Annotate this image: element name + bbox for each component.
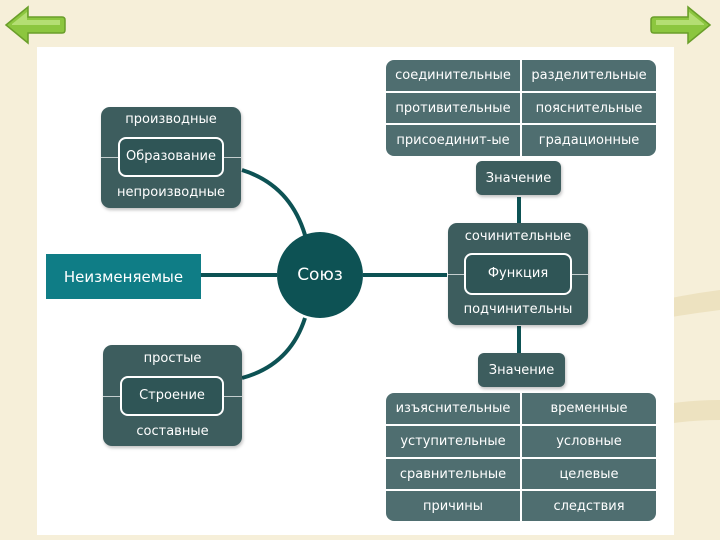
grid-cell: целевые [522,459,656,489]
formation-box: производные Образование непроизводные [101,107,241,208]
grid-cell: противительные [386,93,520,123]
grid-cell: уступительные [386,426,520,457]
structure-title: Строение [120,376,224,416]
subordinating-meaning-label: Значение [478,353,565,387]
grid-cell: пояснительные [522,93,656,123]
structure-top-label: простые [143,351,202,366]
unchangeable-label: Неизменяемые [46,254,201,299]
formation-bottom-label: непроизводные [117,185,225,200]
center-node: Союз [277,232,363,318]
grid-cell: разделительные [522,60,656,91]
grid-cell: временные [522,393,656,424]
formation-title: Образование [118,137,224,177]
function-top-label: сочинительные [464,229,572,244]
structure-box: простые Строение составные [103,345,242,446]
function-box: сочинительные Функция подчинительны [448,223,588,325]
grid-cell: следствия [522,491,656,521]
grid-cell: причины [386,491,520,521]
grid-cell: градационные [522,125,656,156]
grid-cell: соединительные [386,60,520,91]
grid-cell: изъяснительные [386,393,520,424]
structure-bottom-label: составные [136,424,209,439]
arrow-left-icon [4,5,66,45]
coordinating-meaning-label: Значение [476,161,561,195]
grid-cell: условные [522,426,656,457]
function-bottom-label: подчинительны [463,302,573,317]
arrow-right-icon [650,5,712,45]
grid-cell: присоединит-ые [386,125,520,156]
back-button[interactable] [2,4,68,46]
grid-cell: сравнительные [386,459,520,489]
function-title: Функция [464,253,572,295]
forward-button[interactable] [648,4,714,46]
formation-top-label: производные [125,112,217,127]
